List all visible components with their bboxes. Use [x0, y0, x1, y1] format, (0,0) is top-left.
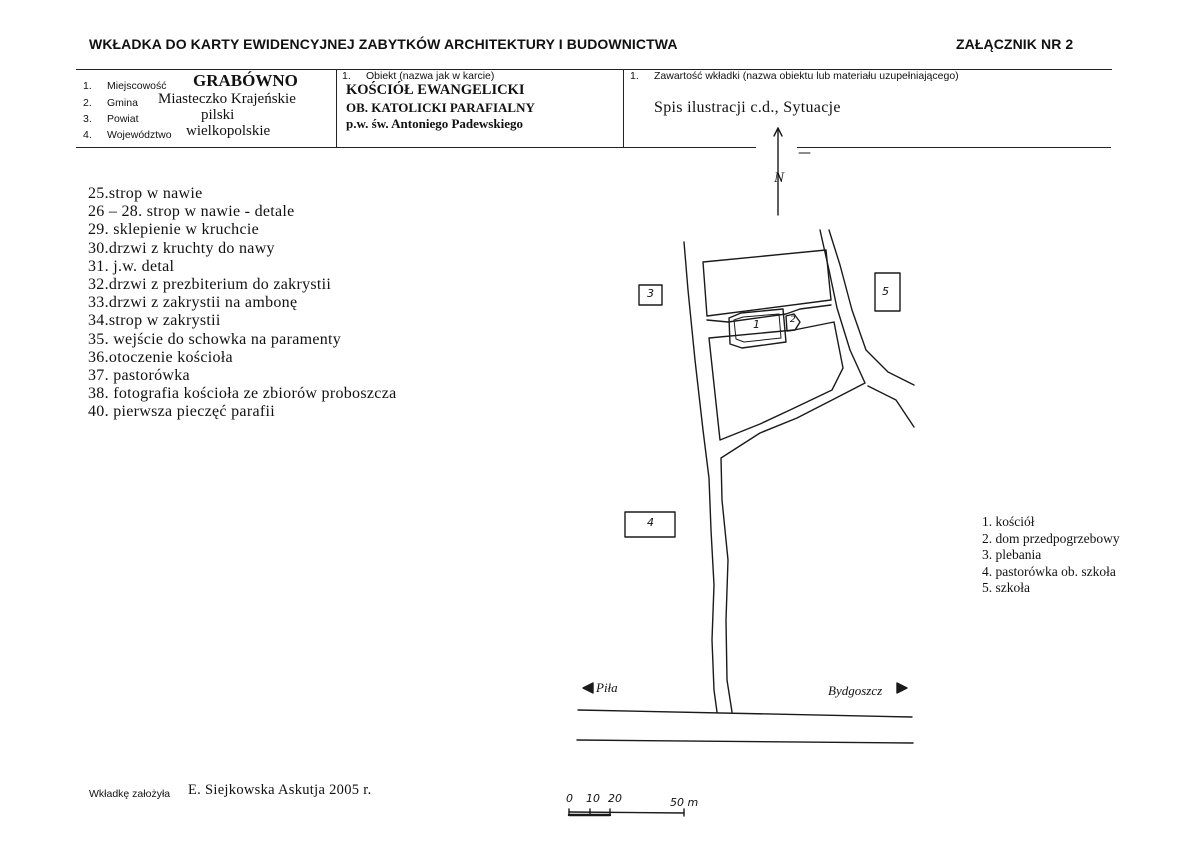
row-1-label: Miejscowość [107, 80, 167, 92]
building-1-label: 1 [753, 318, 760, 331]
table-divider-1 [336, 69, 337, 148]
row-4-number: 4. [83, 129, 92, 141]
voivodeship-value: wielkopolskie [186, 123, 271, 139]
list-item: 31. j.w. detal [88, 257, 175, 275]
list-item: 26 – 28. strop w nawie - detale [88, 203, 295, 221]
table-bottom-border [76, 147, 756, 148]
list-item: 33.drzwi z zakrystii na ambonę [88, 294, 298, 312]
object-name-line-1: KOŚCIÓŁ EWANGELICKI [346, 82, 525, 98]
legend-item: 3. plebania [982, 547, 1042, 562]
table-divider-2 [623, 69, 624, 148]
illustration-list: 25.strop w nawie 26 – 28. strop w nawie … [88, 185, 397, 422]
legend-item: 2. dom przedpogrzebowy [982, 531, 1120, 546]
county-value: pilski [201, 107, 235, 123]
object-name-line-2: OB. KATOLICKI PARAFIALNY [346, 100, 535, 115]
church-plot [702, 249, 832, 317]
road-left-edge [683, 241, 718, 713]
commune-value: Miasteczko Krajeńskie [158, 91, 296, 107]
building-3-rectangle [638, 284, 663, 306]
arrow-right-icon [896, 682, 908, 694]
legend-item: 1. kościół [982, 514, 1035, 529]
building-5-rectangle [874, 272, 901, 312]
list-item: 34.strop w zakrystii [88, 312, 221, 330]
cemetery-plot [708, 321, 844, 441]
main-road-lower-edge [576, 739, 914, 744]
row-2-label: Gmina [107, 97, 138, 109]
north-arrow-icon [773, 127, 811, 216]
list-item: 30.drzwi z kruchty do nawy [88, 239, 275, 257]
author-label: Wkładkę założyła [89, 788, 171, 800]
list-item: 38. fotografia kościoła ze zbiorów probo… [88, 385, 397, 403]
object-name-line-3: p.w. św. Antoniego Padewskiego [346, 116, 523, 131]
attachment-number: ZAŁĄCZNIK NR 2 [956, 36, 1074, 52]
scale-tick-20: 20 [608, 792, 622, 805]
list-item: 40. pierwsza pieczęć parafii [88, 403, 275, 421]
building-2-label: 2 [790, 315, 796, 325]
scale-tick-50m: 50 m [670, 796, 699, 809]
contents-number: 1. [630, 70, 639, 82]
road-branch-lower [867, 385, 915, 428]
document-title: WKŁADKA DO KARTY EWIDENCYJNEJ ZABYTKÓW A… [89, 36, 678, 52]
row-3-label: Powiat [107, 113, 139, 125]
row-2-number: 2. [83, 97, 92, 109]
building-5-label: 5 [882, 285, 889, 298]
row-1-number: 1. [83, 80, 92, 92]
building-4-rectangle [624, 511, 676, 538]
list-item: 29. sklepienie w kruchcie [88, 221, 259, 239]
legend-item: 5. szkoła [982, 580, 1030, 595]
arrow-left-icon [582, 682, 594, 694]
contents-value: Spis ilustracji c.d., Sytuacje [654, 99, 841, 116]
road-right-edge [720, 229, 866, 713]
table-top-border [76, 69, 1112, 70]
church-building-inner [733, 313, 782, 343]
main-road-upper-edge [577, 709, 913, 718]
object-label: Obiekt (nazwa jak w karcie) [366, 70, 495, 82]
object-number: 1. [342, 70, 351, 82]
legend-item: 4. pastorówka ob. szkoła [982, 564, 1116, 579]
row-4-label: Województwo [107, 129, 172, 141]
scale-tick-10: 10 [586, 792, 600, 805]
road-branch-upper [828, 229, 915, 386]
direction-bydgoszcz-label: Bydgoszcz [828, 683, 883, 698]
list-item: 35. wejście do schowka na paramenty [88, 330, 342, 348]
map-legend: 1. kościół 2. dom przedpogrzebowy 3. ple… [982, 514, 1120, 596]
author-value: E. Siejkowska Askutja 2005 r. [188, 782, 372, 798]
table-bottom-border-right [797, 147, 1111, 148]
locality-value: GRABÓWNO [193, 71, 298, 90]
scale-bar [567, 808, 685, 817]
list-item: 25.strop w nawie [88, 185, 203, 202]
building-4-label: 4 [647, 516, 654, 529]
north-label: N [774, 170, 785, 186]
list-item: 36.otoczenie kościoła [88, 348, 233, 366]
funeral-house [785, 313, 801, 332]
contents-label: Zawartość wkładki (nazwa obiektu lub mat… [654, 70, 959, 82]
church-building [728, 308, 787, 349]
direction-pila-label: Piła [596, 680, 618, 695]
list-item: 37. pastorówka [88, 367, 190, 385]
row-3-number: 3. [83, 113, 92, 125]
list-item: 32.drzwi z prezbiterium do zakrystii [88, 276, 332, 294]
access-path [706, 304, 832, 323]
building-3-label: 3 [647, 287, 654, 300]
scale-tick-0: 0 [566, 792, 573, 805]
